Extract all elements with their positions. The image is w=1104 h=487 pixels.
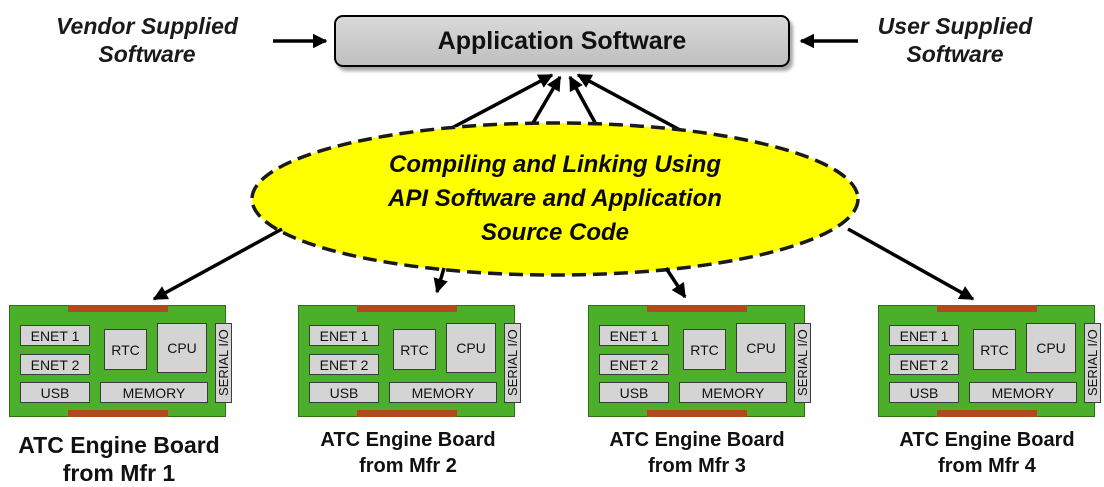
cloud-to-app-arrow-2 (528, 75, 562, 129)
serial-io-chip: SERIAL I/O (1084, 323, 1101, 403)
serial-io-chip: SERIAL I/O (215, 323, 232, 403)
board-rail-bottom (68, 410, 168, 417)
cpu-chip: CPU (157, 323, 207, 373)
cpu-chip: CPU (1026, 323, 1076, 373)
board-3-caption: ATC Engine Board from Mfr 3 (587, 427, 807, 479)
cloud-line1: Compiling and Linking Using (389, 151, 721, 178)
application-software-label: Application Software (437, 26, 687, 55)
board-caption-line1: ATC Engine Board (18, 432, 220, 458)
usb-chip: USB (599, 382, 669, 403)
serial-io-chip: SERIAL I/O (794, 323, 811, 403)
board-caption-line2: from Mfr 2 (359, 455, 457, 477)
user-supplied-label: User Supplied Software (855, 12, 1055, 68)
engine-board-4: ENET 1 ENET 2 RTC CPU USB MEMORY SERIAL … (878, 305, 1101, 417)
application-software-box: Application Software (334, 15, 790, 67)
engine-board-2: ENET 1 ENET 2 RTC CPU USB MEMORY SERIAL … (298, 305, 521, 417)
vendor-supplied-label: Vendor Supplied Software (32, 12, 262, 68)
usb-chip: USB (20, 382, 90, 403)
enet1-chip: ENET 1 (309, 325, 379, 346)
board-caption-line1: ATC Engine Board (899, 429, 1075, 451)
compile-link-cloud (250, 121, 860, 277)
rtc-chip: RTC (393, 329, 436, 370)
memory-chip: MEMORY (679, 382, 787, 403)
board-caption-line2: from Mfr 3 (648, 455, 746, 477)
board-1-caption: ATC Engine Board from Mfr 1 (0, 431, 238, 487)
user-label-line1: User Supplied (877, 13, 1033, 39)
cloud-to-board-arrow-4 (847, 227, 975, 301)
cloud-to-app-arrow-3 (568, 75, 600, 129)
enet2-chip: ENET 2 (309, 354, 379, 375)
engine-board-3: ENET 1 ENET 2 RTC CPU USB MEMORY SERIAL … (588, 305, 811, 417)
cloud-to-app-arrow-1 (447, 73, 554, 132)
cloud-to-board-arrow-3 (664, 267, 687, 299)
usb-chip: USB (889, 382, 959, 403)
enet2-chip: ENET 2 (20, 354, 90, 375)
board-2-caption: ATC Engine Board from Mfr 2 (298, 427, 518, 479)
cloud-to-board-arrow-2 (433, 267, 448, 294)
board-rail-top (647, 305, 747, 312)
vendor-label-line1: Vendor Supplied (56, 13, 238, 39)
memory-chip: MEMORY (969, 382, 1077, 403)
cloud-to-app-arrow-4 (576, 73, 681, 132)
board-rail-top (937, 305, 1037, 312)
board-rail-bottom (357, 410, 457, 417)
board-4-caption: ATC Engine Board from Mfr 4 (876, 427, 1098, 479)
serial-io-chip: SERIAL I/O (504, 323, 521, 403)
memory-chip: MEMORY (389, 382, 497, 403)
enet2-chip: ENET 2 (889, 354, 959, 375)
enet1-chip: ENET 1 (889, 325, 959, 346)
board-rail-bottom (937, 410, 1037, 417)
board-caption-line1: ATC Engine Board (320, 429, 496, 451)
board-caption-line2: from Mfr 1 (62, 460, 176, 486)
cloud-line3: Source Code (480, 219, 630, 246)
enet1-chip: ENET 1 (20, 325, 90, 346)
usb-chip: USB (309, 382, 379, 403)
cloud-text: Compiling and Linking Using API Software… (330, 148, 780, 250)
vendor-label-line2: Software (98, 41, 196, 67)
rtc-chip: RTC (973, 329, 1016, 370)
cloud-to-board-arrow-1 (152, 227, 283, 301)
enet2-chip: ENET 2 (599, 354, 669, 375)
board-caption-line1: ATC Engine Board (609, 429, 785, 451)
cpu-chip: CPU (736, 323, 786, 373)
enet1-chip: ENET 1 (599, 325, 669, 346)
memory-chip: MEMORY (100, 382, 208, 403)
user-label-line2: Software (906, 41, 1004, 67)
cloud-line2: API Software and Application (388, 185, 722, 212)
board-caption-line2: from Mfr 4 (938, 455, 1036, 477)
board-rail-bottom (647, 410, 747, 417)
board-rail-top (357, 305, 457, 312)
engine-board-1: ENET 1 ENET 2 RTC CPU USB MEMORY SERIAL … (9, 305, 232, 417)
rtc-chip: RTC (104, 329, 147, 370)
cpu-chip: CPU (446, 323, 496, 373)
board-rail-top (68, 305, 168, 312)
rtc-chip: RTC (683, 329, 726, 370)
